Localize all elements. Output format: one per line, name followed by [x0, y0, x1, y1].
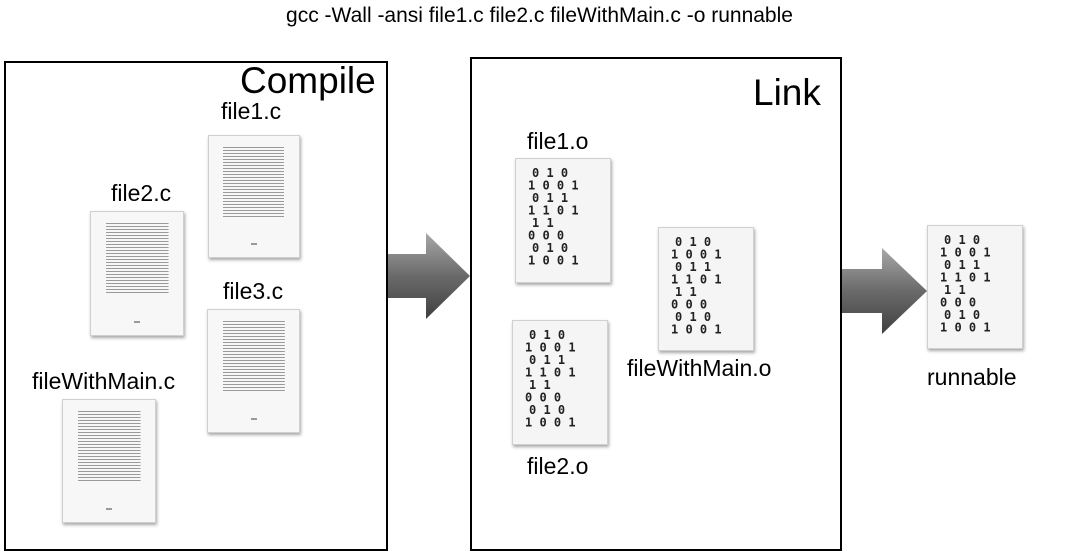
binary-glyph-row: 1 0 0 1 [671, 323, 722, 337]
link-to-runnable-arrow [842, 248, 928, 334]
binary-glyph-row: 0 1 0 [532, 241, 568, 255]
binary-glyph-row: 1 1 0 1 [528, 204, 579, 218]
binary-glyphs: 0 1 01 0 0 10 1 11 1 0 11 10 0 00 1 01 0… [525, 328, 576, 430]
binary-glyph-row: 0 1 0 [675, 235, 711, 249]
file2-o-label: file2.o [527, 453, 589, 479]
link-panel [470, 57, 842, 551]
binary-glyphs: 0 1 01 0 0 10 1 11 1 0 11 10 0 00 1 01 0… [940, 233, 991, 335]
binary-glyph-row: 1 1 [529, 378, 551, 392]
file3-c-label: file3.c [223, 278, 284, 304]
binary-glyph-row: 1 1 [944, 283, 966, 297]
binary-glyph-row: 1 0 0 1 [528, 254, 579, 268]
binary-glyph-row: 0 1 0 [529, 403, 565, 417]
binary-glyph-row: 1 0 0 1 [525, 341, 576, 355]
binary-glyph-row: 1 0 0 1 [671, 248, 722, 262]
link-title: Link [753, 72, 821, 113]
runnable-label: runnable [927, 364, 1017, 390]
binary-glyph-row: 0 0 0 [940, 296, 976, 310]
binary-glyph-row: 0 1 0 [675, 310, 711, 324]
binary-glyph-row: 0 1 0 [944, 308, 980, 322]
binary-glyph-row: 0 0 0 [525, 391, 561, 405]
binary-glyph-row: 0 1 1 [675, 260, 711, 274]
file1-c-document [208, 135, 300, 258]
file2-c-label: file2.c [111, 180, 172, 206]
binary-glyph-row: 1 1 0 1 [671, 273, 722, 287]
binary-glyph-row: 1 0 0 1 [940, 321, 991, 335]
file1-o-label: file1.o [527, 128, 589, 154]
binary-glyph-row: 0 0 0 [528, 229, 564, 243]
binary-glyph-row: 0 1 0 [944, 233, 980, 247]
binary-glyph-row: 1 0 0 1 [940, 246, 991, 260]
binary-glyph-row: 1 0 0 1 [528, 179, 579, 193]
binary-glyph-row: 0 1 1 [944, 258, 980, 272]
binary-glyph-row: 0 0 0 [671, 298, 707, 312]
filewithmain-c-label: fileWithMain.c [32, 368, 176, 394]
binary-glyph-row: 1 1 0 1 [940, 271, 991, 285]
arrow-shape [842, 248, 927, 334]
compile-to-link-arrow [388, 233, 472, 319]
binary-glyphs: 0 1 01 0 0 10 1 11 1 0 11 10 0 00 1 01 0… [528, 166, 579, 268]
binary-glyph-row: 0 1 0 [532, 166, 568, 180]
file2-c-document [90, 211, 184, 336]
binary-glyph-row: 0 1 0 [529, 328, 565, 342]
binary-glyph-row: 1 0 0 1 [525, 416, 576, 430]
compile-title: Compile [240, 60, 376, 101]
binary-glyph-row: 0 1 1 [532, 191, 568, 205]
binary-glyph-row: 0 1 1 [529, 353, 565, 367]
binary-glyphs: 0 1 01 0 0 10 1 11 1 0 11 10 0 00 1 01 0… [671, 235, 722, 337]
file3-c-document [207, 309, 300, 433]
file1-c-label: file1.c [221, 98, 282, 124]
binary-glyph-row: 1 1 [532, 216, 554, 230]
filewithmain-c-document [62, 399, 156, 523]
command-line: gcc -Wall -ansi file1.c file2.c fileWith… [286, 4, 793, 27]
arrow-shape [388, 233, 470, 319]
binary-glyph-row: 1 1 0 1 [525, 366, 576, 380]
binary-glyph-row: 1 1 [675, 285, 697, 299]
filewithmain-o-label: fileWithMain.o [627, 355, 772, 381]
